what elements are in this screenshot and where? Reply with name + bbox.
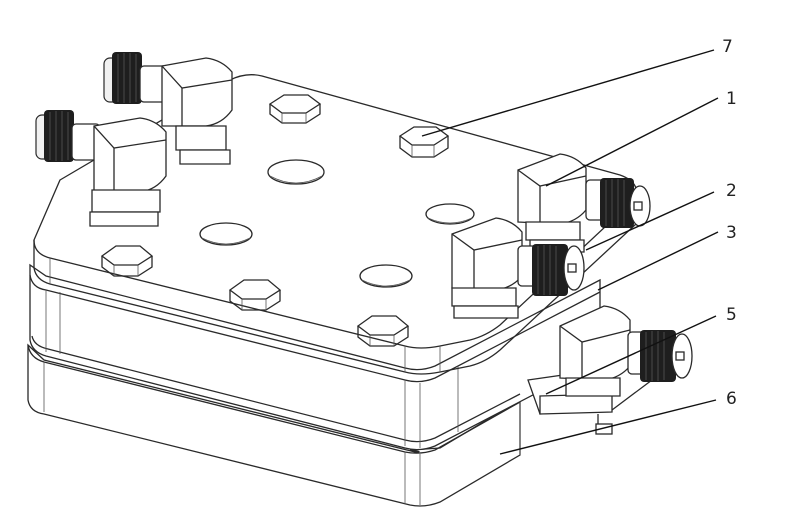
hex-bolt [356, 315, 410, 347]
leader-3 [597, 231, 719, 291]
connector [517, 153, 651, 253]
leader-5 [545, 315, 717, 395]
base-block [27, 343, 521, 507]
callout-7: 7 [722, 37, 733, 57]
middle-plate [29, 263, 601, 451]
side-connector [527, 305, 693, 435]
callout-6: 6 [726, 389, 737, 409]
leader-1 [545, 97, 719, 187]
hex-bolt [100, 245, 154, 277]
callout-3: 3 [726, 223, 737, 243]
leader-lines [421, 49, 719, 455]
callout-1: 1 [726, 89, 737, 109]
hole [425, 203, 475, 225]
connector [35, 110, 167, 227]
callout-labels: 7 1 2 3 5 6 [722, 37, 737, 409]
connector [451, 217, 585, 319]
leader-2 [585, 191, 715, 251]
hole [267, 159, 325, 185]
mounting-holes [199, 159, 475, 288]
callout-5: 5 [726, 305, 737, 325]
callout-2: 2 [726, 181, 737, 201]
hole [359, 264, 413, 288]
connector [103, 52, 233, 165]
leader-6 [499, 399, 717, 455]
hole [199, 222, 253, 246]
leader-7 [421, 49, 715, 137]
hex-bolt [268, 94, 322, 124]
hex-bolt [228, 279, 282, 311]
